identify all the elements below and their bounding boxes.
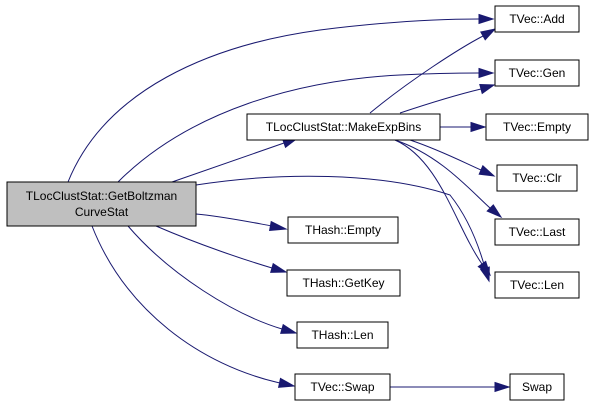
node-label: TVec::Clr [512,171,561,185]
node-label: TVec::Add [509,12,564,26]
node-get-boltzman-curve-stat[interactable]: TLocClustStat::GetBoltzman CurveStat [6,181,197,227]
edge-make-exp-bins-vec-last [394,139,503,219]
node-hash-get-key[interactable]: THash::GetKey [286,269,401,297]
edge-vec-swap-swap [390,381,511,393]
node-vec-clr[interactable]: TVec::Clr [496,164,578,192]
edge-root-vec-add [67,13,495,183]
edge-root-make-exp-bins [171,137,299,183]
node-vec-empty[interactable]: TVec::Empty [485,113,589,141]
node-label: TVec::Len [510,278,564,292]
edge-make-exp-bins-vec-gen [399,83,496,114]
node-vec-gen[interactable]: TVec::Gen [494,59,580,87]
edge-make-exp-bins-vec-clr [409,139,496,177]
node-vec-len[interactable]: TVec::Len [494,271,580,299]
node-hash-len[interactable]: THash::Len [296,321,389,349]
node-label-line-1: TLocClustStat::GetBoltzman [26,189,177,203]
node-vec-swap[interactable]: TVec::Swap [294,373,391,401]
edge-root-hash-empty [195,213,288,231]
node-make-exp-bins[interactable]: TLocClustStat::MakeExpBins [246,113,441,141]
edge-make-exp-bins-vec-len [394,139,491,277]
node-label-line-2: CurveStat [75,205,129,219]
node-vec-add[interactable]: TVec::Add [494,5,580,33]
edges [67,13,511,393]
edge-root-vec-swap [91,225,296,388]
node-label: THash::Len [311,328,373,342]
node-hash-empty[interactable]: THash::Empty [287,216,399,244]
edge-make-exp-bins-vec-add [369,28,497,114]
node-label: TVec::Swap [310,380,374,394]
edge-root-hash-get-key [155,225,288,273]
edge-root-hash-len [127,225,298,334]
node-label: Swap [522,380,552,394]
node-label: TLocClustStat::MakeExpBins [266,120,421,134]
node-vec-last[interactable]: TVec::Last [494,218,580,246]
node-label: THash::GetKey [302,276,384,290]
node-label: TVec::Last [509,225,566,239]
edge-root-vec-gen [117,67,495,183]
node-label: TVec::Gen [509,66,566,80]
nodes: TLocClustStat::GetBoltzman CurveStat TLo… [6,5,589,401]
node-swap[interactable]: Swap [509,373,565,401]
node-label: THash::Empty [305,223,381,237]
node-label: TVec::Empty [503,120,571,134]
edge-make-exp-bins-vec-empty [440,121,487,133]
